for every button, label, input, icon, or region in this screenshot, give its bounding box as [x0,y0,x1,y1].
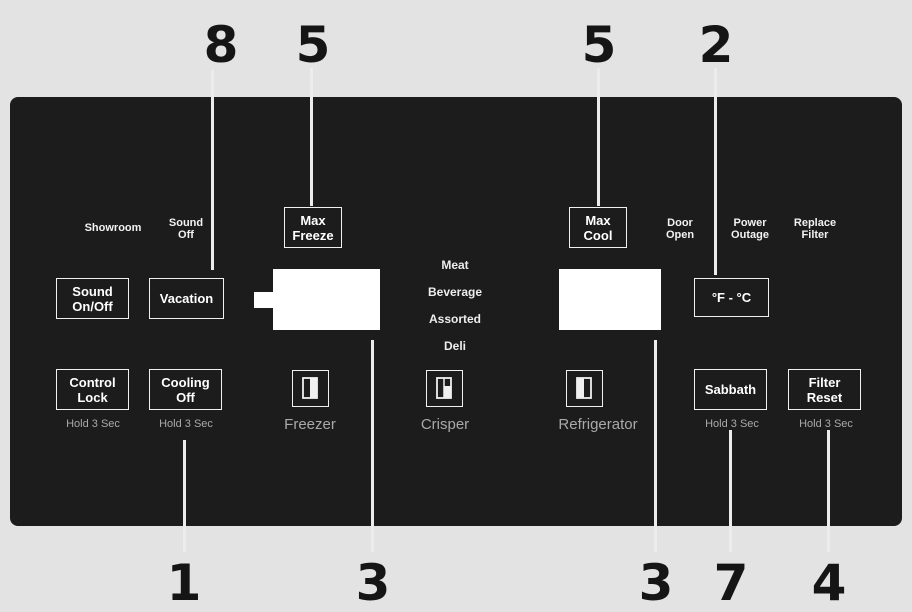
filter-reset-hold-label: Hold 3 Sec [799,418,853,430]
crisper-drawer-icon [436,377,452,399]
sabbath-button[interactable]: Sabbath [694,369,767,410]
control-lock-button[interactable]: Control Lock [56,369,129,410]
freezer-zone-button[interactable] [292,370,329,407]
refrigerator-door-icon [576,377,592,399]
refrigerator-temperature-display [559,269,661,330]
sabbath-hold-label: Hold 3 Sec [705,418,759,430]
leader-line-5-freezer [310,68,313,206]
replace-filter-indicator: Replace Filter [793,217,837,241]
callout-2: 2 [698,16,734,74]
leader-line-4 [827,430,830,552]
max-cool-button[interactable]: Max Cool [569,207,627,248]
callout-7: 7 [713,554,749,612]
crisper-mode-meat: Meat [441,258,469,272]
callout-3-fridge: 3 [638,554,674,612]
crisper-mode-assorted: Assorted [428,312,482,326]
callout-5-fridge: 5 [581,16,617,74]
vacation-button[interactable]: Vacation [149,278,224,319]
sound-off-indicator: Sound Off [168,217,204,241]
cooling-off-button[interactable]: Cooling Off [149,369,222,410]
leader-line-8 [211,70,214,270]
callout-1: 1 [166,554,202,612]
filter-reset-button[interactable]: Filter Reset [788,369,861,410]
leader-line-1 [183,440,186,552]
leader-line-3-freezer [371,340,374,552]
leader-line-7 [729,430,732,552]
freezer-door-icon [302,377,318,399]
power-outage-indicator: Power Outage [731,217,769,241]
freezer-display-tab [254,292,276,308]
crisper-mode-beverage: Beverage [427,285,483,299]
sound-onoff-button[interactable]: Sound On/Off [56,278,129,319]
temperature-unit-button[interactable]: °F - °C [694,278,769,317]
crisper-zone-button[interactable] [426,370,463,407]
refrigerator-zone-button[interactable] [566,370,603,407]
control-lock-hold-label: Hold 3 Sec [66,418,120,430]
callout-5-freezer: 5 [295,16,331,74]
door-open-indicator: Door Open [665,217,695,241]
callout-8: 8 [203,16,239,74]
crisper-zone-label: Crisper [420,416,470,433]
showroom-indicator: Showroom [84,222,142,234]
leader-line-2 [714,68,717,275]
leader-line-3-fridge [654,340,657,552]
freezer-zone-label: Freezer [284,416,336,433]
refrigerator-zone-label: Refrigerator [558,416,638,433]
cooling-off-hold-label: Hold 3 Sec [159,418,213,430]
callout-4: 4 [811,554,847,612]
freezer-temperature-display [273,269,380,330]
leader-line-5-fridge [597,68,600,206]
callout-3-freezer: 3 [355,554,391,612]
max-freeze-button[interactable]: Max Freeze [284,207,342,248]
crisper-mode-deli: Deli [443,339,467,353]
